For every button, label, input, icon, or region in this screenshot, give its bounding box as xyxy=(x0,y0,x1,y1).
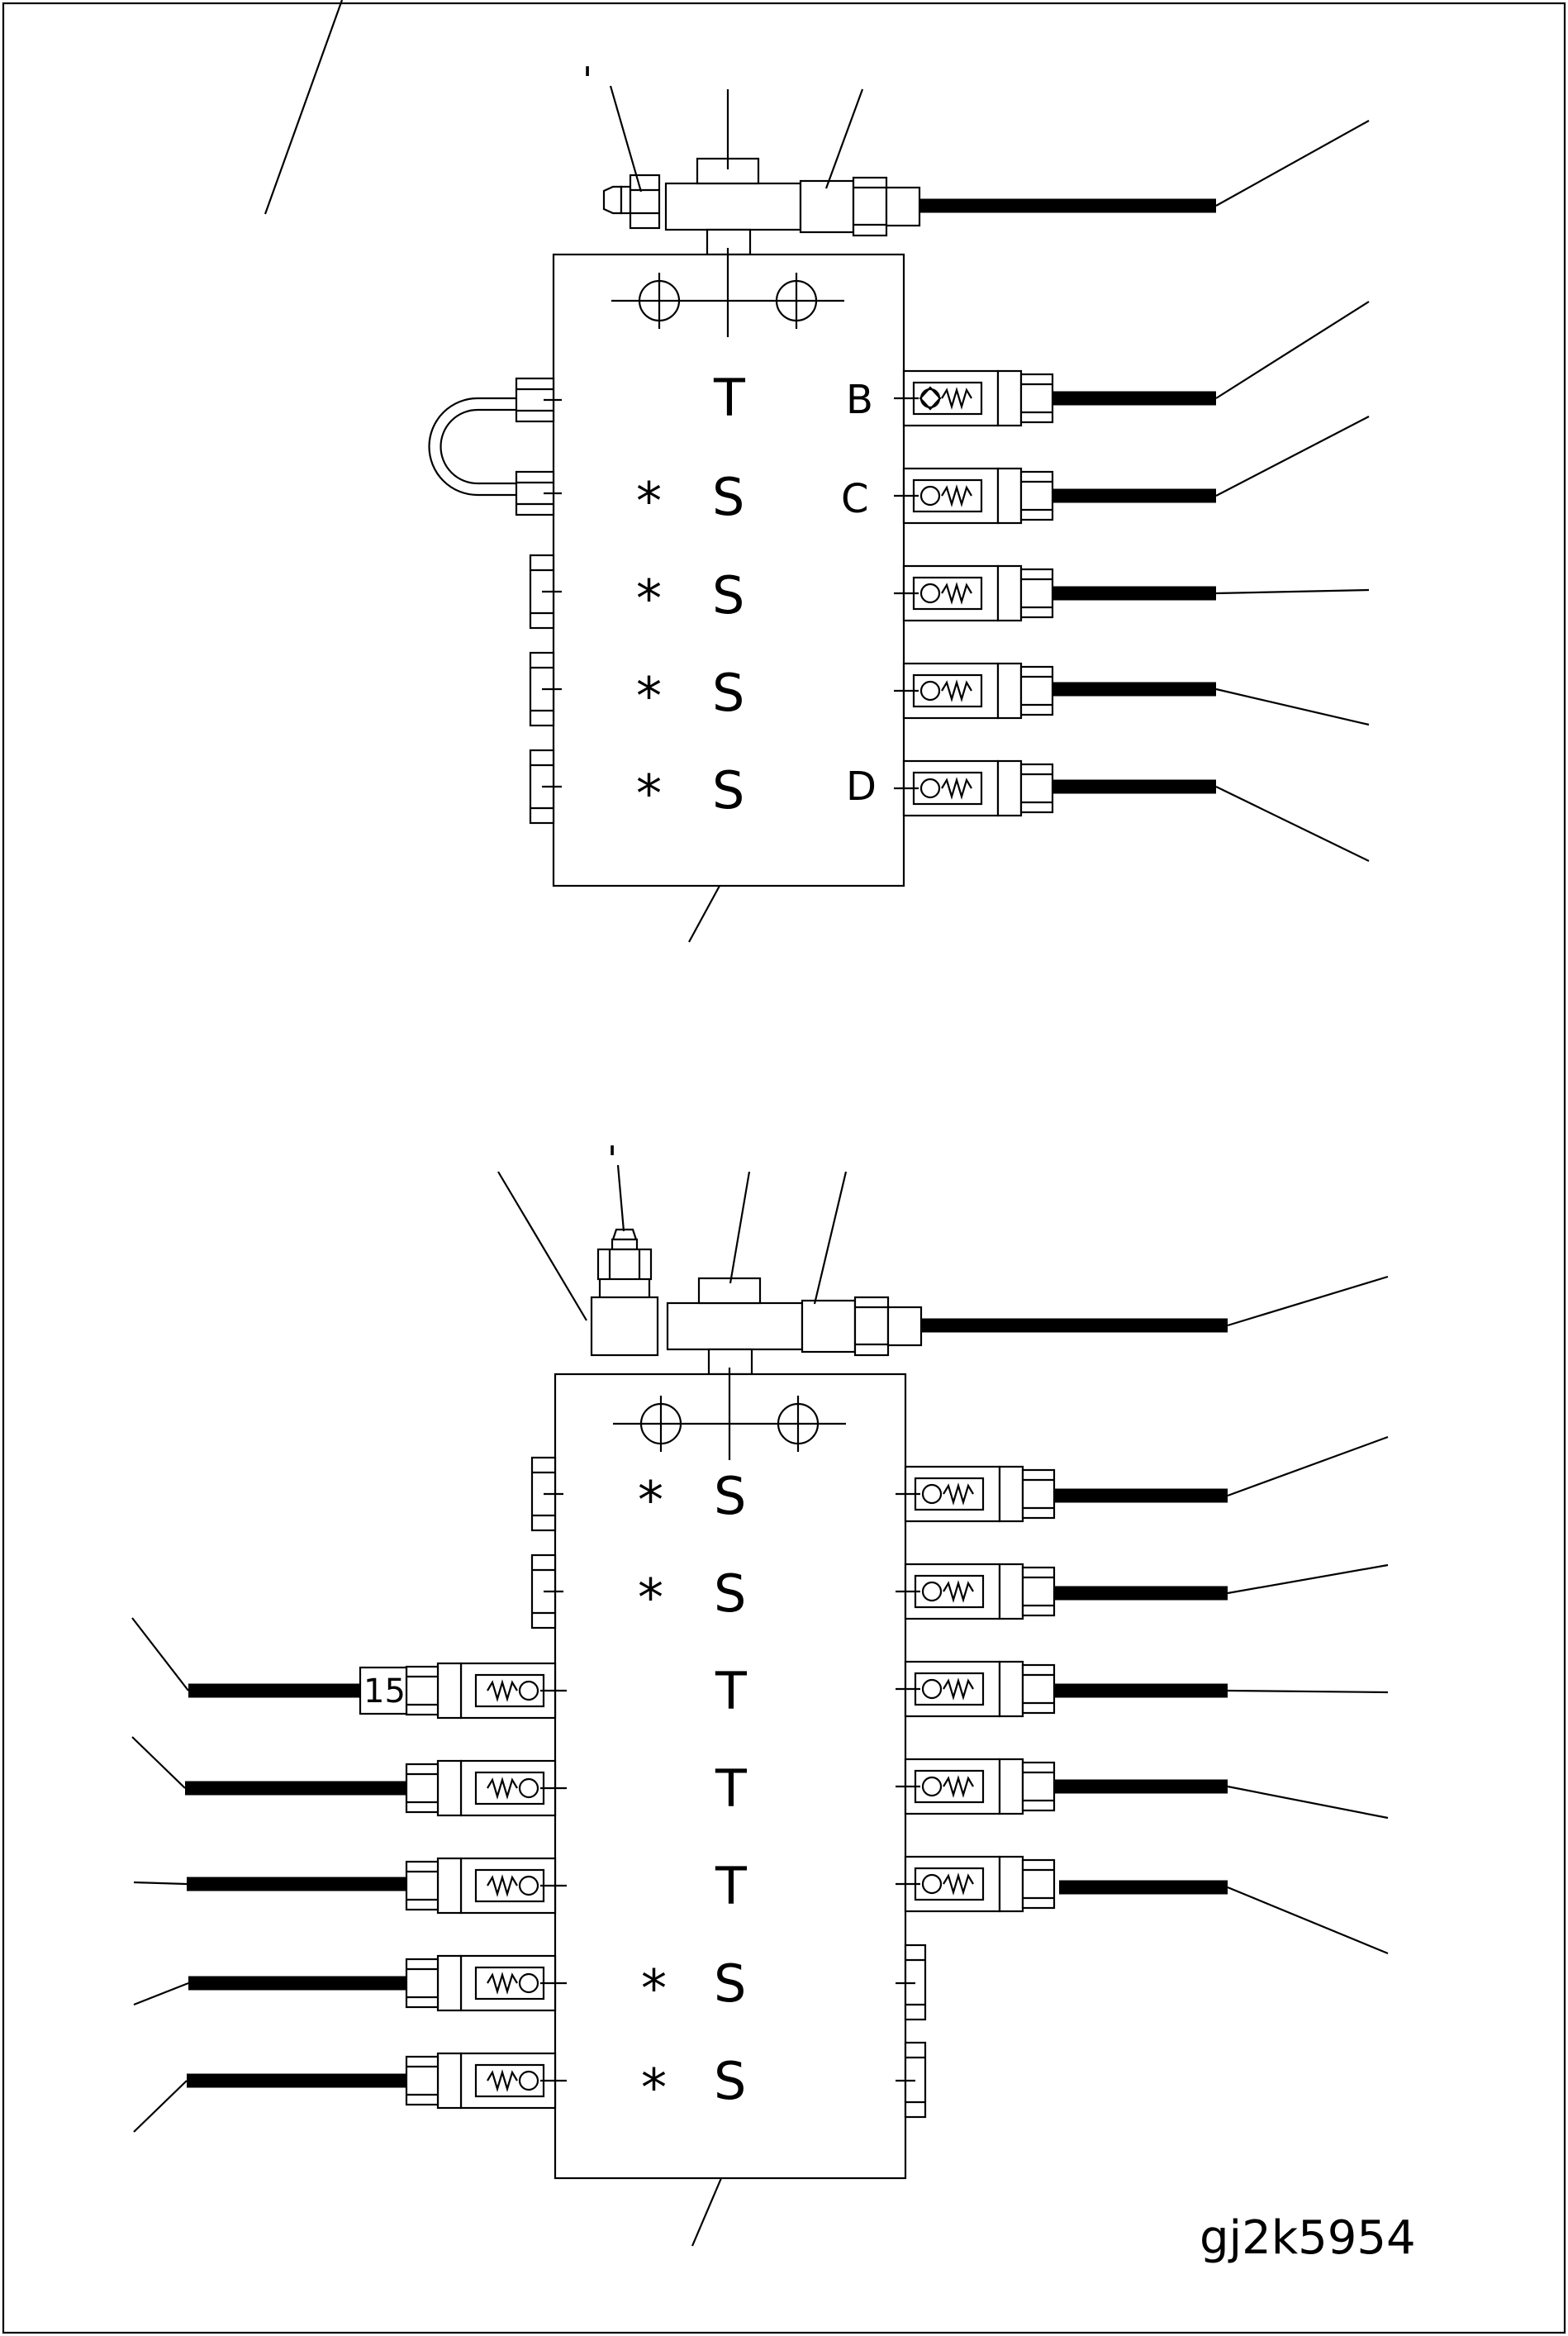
lower-stray-mark: ' xyxy=(607,1139,617,1181)
upper-row4-left: * xyxy=(636,666,662,726)
upper-bottom-leader xyxy=(688,885,720,943)
upper-row3-left: * xyxy=(636,569,662,629)
lower-right-plugs xyxy=(896,1943,927,2119)
upper-row4-center: S xyxy=(712,663,744,723)
lower-row7-left: * xyxy=(641,2058,667,2118)
upper-row5-left: * xyxy=(636,764,662,824)
upper-block-body xyxy=(552,253,905,887)
upper-row5-center: S xyxy=(712,760,744,821)
upper-row2-right: C xyxy=(841,476,869,522)
upper-row5-right: D xyxy=(846,764,877,810)
upper-row1-right: B xyxy=(846,377,873,423)
lower-row6-left: * xyxy=(641,1958,667,2019)
upper-top-fittings xyxy=(602,85,1370,256)
lower-row4-center: T xyxy=(715,1758,748,1819)
lower-row5-center: T xyxy=(715,1856,748,1916)
lower-left-outlets xyxy=(131,1617,567,2133)
upper-right-outlets xyxy=(894,301,1370,862)
lower-bottom-leader xyxy=(691,2177,723,2247)
lower-row3-center: T xyxy=(715,1661,748,1721)
lower-row1-left: * xyxy=(638,1470,663,1530)
upper-row2-center: S xyxy=(712,467,744,527)
lower-row2-center: S xyxy=(714,1563,746,1624)
lower-row1-center: S xyxy=(714,1466,746,1526)
lower-top-fittings xyxy=(497,1164,1389,1376)
upper-stray-mark: ' xyxy=(582,59,592,102)
lower-row2-left: * xyxy=(638,1568,663,1628)
lower-mounting-holes xyxy=(613,1368,846,1460)
lower-row7-center: S xyxy=(714,2051,746,2111)
upper-left-fittings xyxy=(428,377,562,825)
upper-distributor-block: ' T B * S C * S * S * S D xyxy=(264,0,1370,943)
lower-distributor-block: ' * S * S T T T * S * S xyxy=(131,1139,1389,2247)
lower-row6-center: S xyxy=(714,1953,746,2014)
leader-line xyxy=(264,0,344,215)
upper-row2-left: * xyxy=(636,471,662,531)
lower-block-body xyxy=(554,1373,907,2180)
lower-left-plugs xyxy=(530,1456,563,1629)
upper-row1-center: T xyxy=(713,368,746,428)
lower-right-outlets xyxy=(896,1435,1389,1955)
lower-port-tag: 15 xyxy=(363,1672,406,1710)
upper-row3-center: S xyxy=(712,565,744,626)
upper-mounting-holes xyxy=(611,248,844,337)
figure-code: gj2k5954 xyxy=(1200,2211,1416,2265)
